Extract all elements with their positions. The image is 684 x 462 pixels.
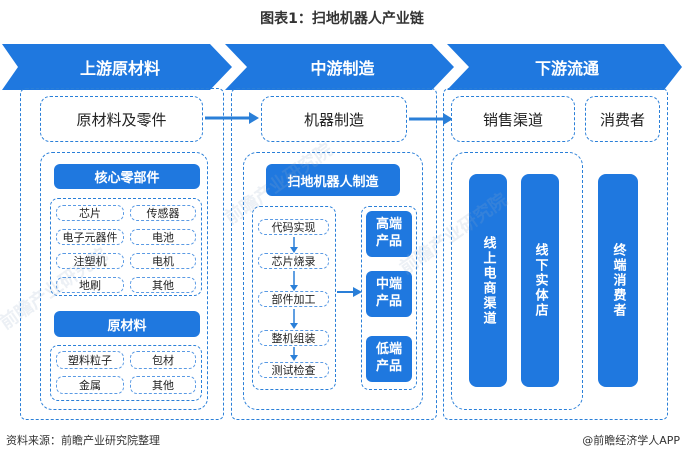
online-channel-label: 线上电商渠道 — [480, 235, 496, 326]
process-step: 芯片烧录 — [258, 253, 329, 269]
steps-to-products-arrow — [337, 287, 362, 297]
stage-midstream-label: 中游制造 — [310, 59, 375, 78]
online-channel: 线上电商渠道 — [469, 174, 507, 387]
raw-materials-group — [50, 345, 202, 401]
core-part-item: 电机 — [130, 253, 196, 269]
core-part-item: 注塑机 — [56, 253, 124, 269]
core-part-item: 电池 — [130, 229, 196, 245]
stage-arrow-band — [2, 44, 682, 90]
offline-channel-label: 线下实体店 — [532, 243, 548, 318]
core-parts-group — [50, 198, 202, 296]
end-consumer: 终端消费者 — [598, 174, 638, 387]
stage-upstream-label: 上游原材料 — [79, 59, 160, 78]
upstream-column — [20, 88, 224, 420]
machine-manufacturing-box: 机器制造 — [261, 96, 407, 142]
end-consumer-label: 终端消费者 — [610, 243, 626, 318]
downstream-column — [443, 88, 668, 420]
process-step-arrows — [290, 237, 298, 361]
midstream-inner-panel — [243, 152, 423, 410]
midstream-stage-arrow — [225, 44, 454, 90]
sales-channels-panel — [451, 152, 583, 410]
source-note: 资料来源：前瞻产业研究院整理 — [6, 434, 160, 447]
process-steps-group — [252, 206, 336, 390]
offline-channel: 线下实体店 — [521, 174, 559, 387]
robot-manufacturing-title: 扫地机器人制造 — [266, 164, 400, 196]
process-step: 整机组装 — [258, 330, 329, 346]
raw-material-item: 包材 — [130, 351, 196, 369]
high-end-product: 高端 产品 — [366, 211, 412, 257]
raw-materials-parts-box: 原材料及零件 — [40, 96, 203, 142]
raw-material-item: 金属 — [56, 376, 124, 394]
upstream-inner-panel — [40, 152, 208, 410]
core-part-item: 芯片 — [56, 205, 124, 221]
page-title: 图表1：扫地机器人产业链 — [260, 11, 424, 27]
core-parts-title: 核心零部件 — [54, 164, 200, 189]
process-step: 部件加工 — [258, 291, 329, 307]
raw-material-item: 塑料粒子 — [56, 351, 124, 369]
downstream-stage-arrow — [447, 44, 682, 90]
flow-arrow-mid-to-down — [409, 113, 453, 125]
process-step: 代码实现 — [258, 219, 329, 235]
sales-channels-box: 销售渠道 — [451, 96, 575, 142]
brand-credit: @前瞻经济学人APP — [582, 434, 680, 447]
products-group — [361, 206, 417, 390]
stage-downstream-label: 下游流通 — [534, 59, 599, 78]
core-part-item: 电子元器件 — [56, 229, 124, 245]
mid-end-product: 中端 产品 — [366, 271, 412, 317]
core-part-item: 其他 — [130, 277, 196, 293]
raw-material-item: 其他 — [130, 376, 196, 394]
consumers-box: 消费者 — [585, 96, 660, 142]
midstream-column — [231, 88, 437, 420]
core-part-item: 地刷 — [56, 277, 124, 293]
flow-arrow-up-to-mid — [205, 112, 259, 124]
raw-materials-title: 原材料 — [54, 311, 200, 337]
low-end-product: 低端 产品 — [366, 336, 412, 382]
core-part-item: 传感器 — [130, 205, 196, 221]
upstream-stage-arrow — [2, 44, 232, 90]
process-step: 测试检查 — [258, 362, 329, 378]
